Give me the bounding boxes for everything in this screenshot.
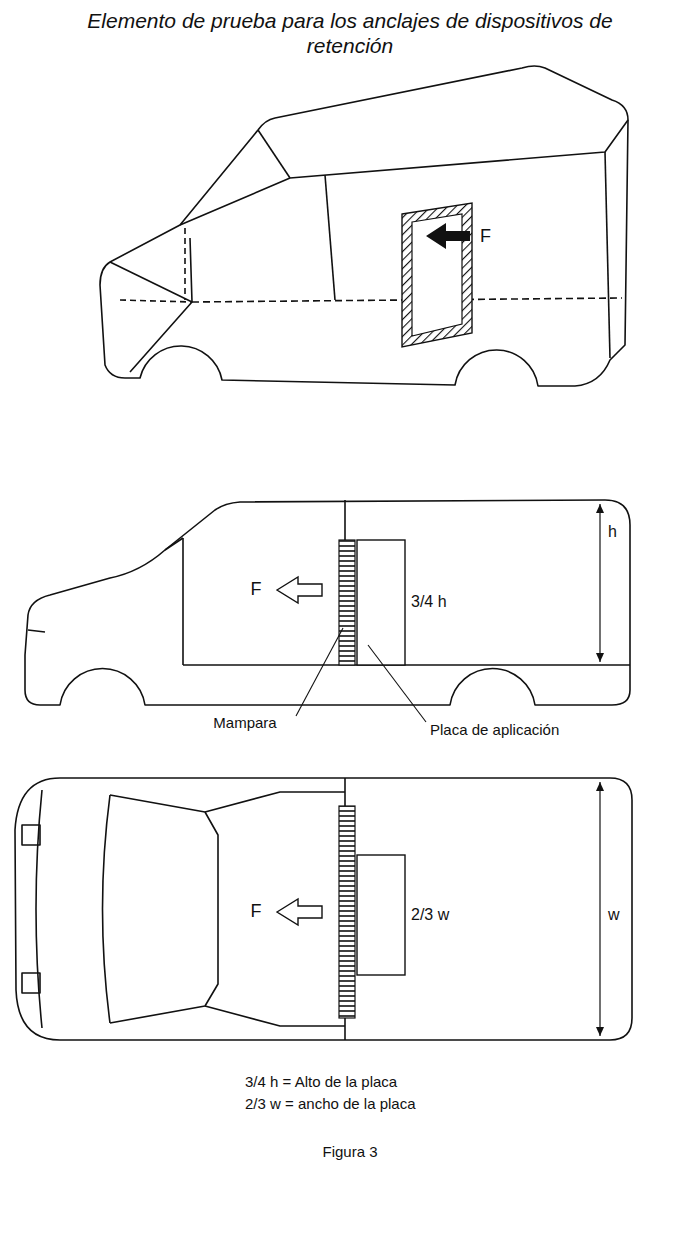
top-view-van (15, 778, 632, 1040)
figure-caption: Figura 3 (322, 1143, 377, 1161)
force-label: F (251, 901, 262, 923)
figure-title: Elemento de prueba para los anclajes de … (50, 8, 650, 58)
part-label: Mampara (211, 714, 278, 732)
top-view-plate (277, 782, 600, 1036)
legend-note: 2/3 w = ancho de la placa (245, 1095, 416, 1113)
side-view-plate (277, 504, 600, 722)
dimension-label: 2/3 w (411, 905, 449, 924)
legend-note: 3/4 h = Alto de la placa (245, 1073, 397, 1091)
dimension-label: w (608, 905, 620, 924)
side-view-van (25, 500, 630, 705)
force-label: F (480, 226, 491, 248)
test-plate-isometric (402, 203, 472, 347)
isometric-van (100, 66, 628, 386)
dimension-label: 3/4 h (411, 592, 447, 611)
force-label: F (251, 579, 262, 601)
dimension-label: h (608, 522, 617, 541)
part-label: Placa de aplicación (428, 721, 561, 739)
